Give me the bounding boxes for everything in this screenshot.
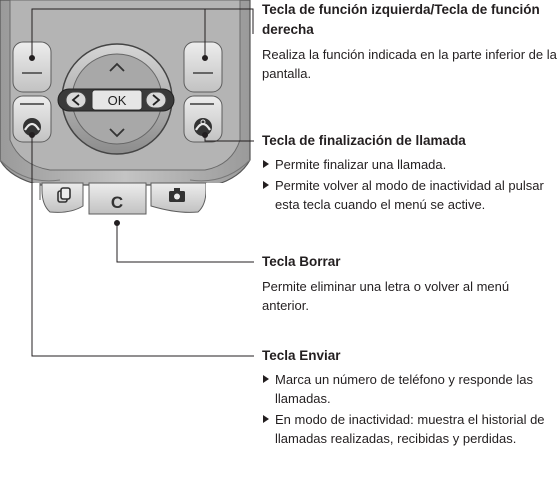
callout-title: Tecla Borrar bbox=[262, 254, 341, 269]
bullet-arrow-icon bbox=[263, 375, 269, 383]
nav-left-icon bbox=[71, 94, 80, 106]
callout-end-key: Tecla de finalización de llamada Permite… bbox=[262, 131, 558, 216]
callout-description: Permite eliminar una letra o volver al m… bbox=[262, 279, 510, 313]
callout-soft-keys: Tecla de función izquierda/Tecla de func… bbox=[262, 0, 558, 83]
bullet-arrow-icon bbox=[263, 160, 269, 168]
bullet-item: Marca un número de teléfono y responde l… bbox=[262, 370, 558, 408]
nav-up-icon bbox=[109, 62, 125, 72]
callout-clear-key: Tecla Borrar Permite eliminar una letra … bbox=[262, 252, 558, 315]
nav-right-icon bbox=[152, 94, 161, 106]
bullet-item: En modo de inactividad: muestra el histo… bbox=[262, 410, 558, 448]
end-key-icon bbox=[194, 118, 212, 136]
send-key-icon bbox=[23, 118, 41, 136]
bullet-item: Permite finalizar una llamada. bbox=[262, 155, 558, 174]
callout-title: Tecla de finalización de llamada bbox=[262, 133, 466, 148]
callout-send-key: Tecla Enviar Marca un número de teléfono… bbox=[262, 346, 558, 450]
ok-key-label: OK bbox=[108, 93, 127, 108]
clear-key-label: C bbox=[111, 193, 123, 212]
bullet-arrow-icon bbox=[263, 415, 269, 423]
callout-description: Realiza la función indicada en la parte … bbox=[262, 47, 557, 81]
callout-title: Tecla Enviar bbox=[262, 348, 341, 363]
ok-key bbox=[91, 89, 143, 111]
callout-title: Tecla de función izquierda/Tecla de func… bbox=[262, 2, 540, 37]
bullet-arrow-icon bbox=[263, 181, 269, 189]
bullet-item: Permite volver al modo de inactividad al… bbox=[262, 176, 558, 214]
left-soft-key bbox=[12, 41, 52, 93]
right-soft-key bbox=[183, 41, 223, 93]
